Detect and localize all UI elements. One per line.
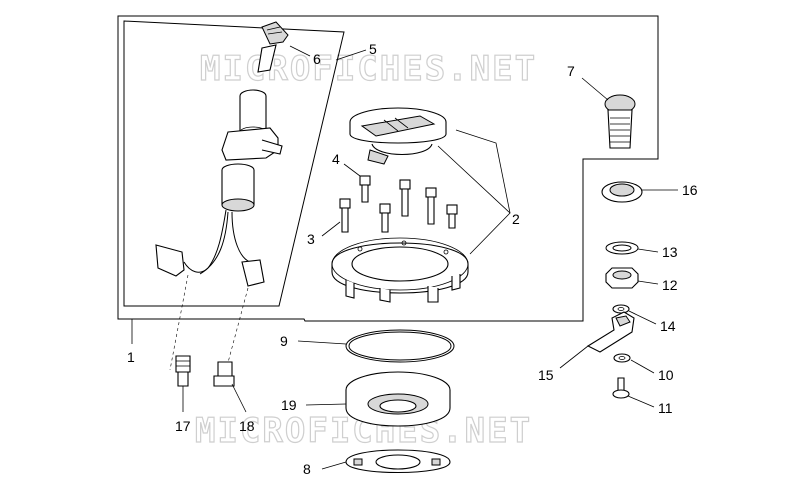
leader-3 bbox=[321, 221, 341, 237]
callout-18: 18 bbox=[239, 418, 255, 434]
gasket-ring bbox=[345, 329, 455, 363]
filler-flange bbox=[331, 237, 469, 303]
leader-11 bbox=[627, 395, 655, 408]
base-plate bbox=[345, 449, 451, 474]
leader-19 bbox=[305, 403, 347, 406]
callout-7: 7 bbox=[567, 63, 575, 79]
leader-6 bbox=[289, 45, 311, 57]
leader-8 bbox=[321, 461, 347, 470]
latch-plate-15 bbox=[586, 311, 635, 353]
leader-12 bbox=[637, 280, 659, 285]
callout-19: 19 bbox=[281, 397, 297, 413]
leader-9 bbox=[297, 340, 347, 345]
callout-4: 4 bbox=[332, 151, 340, 167]
leader-15 bbox=[559, 345, 589, 369]
callout-10: 10 bbox=[658, 367, 674, 383]
lock-washer-13 bbox=[605, 241, 639, 255]
ignition-switch bbox=[155, 89, 283, 371]
callout-14: 14 bbox=[660, 318, 676, 334]
callout-8: 8 bbox=[303, 461, 311, 477]
callout-1: 1 bbox=[127, 349, 135, 365]
leader-4 bbox=[343, 163, 361, 177]
nut-12 bbox=[605, 267, 639, 289]
callout-5: 5 bbox=[369, 41, 377, 57]
bushing-16 bbox=[601, 181, 643, 203]
leader-14 bbox=[628, 310, 657, 325]
leader-2-a bbox=[455, 129, 511, 214]
callout-17: 17 bbox=[175, 418, 191, 434]
callout-16: 16 bbox=[682, 182, 698, 198]
filler-bolts bbox=[339, 175, 458, 233]
leader-7 bbox=[581, 77, 609, 101]
callout-2: 2 bbox=[512, 211, 520, 227]
washer-10 bbox=[613, 353, 631, 363]
leader-18 bbox=[231, 383, 247, 413]
leader-2-b bbox=[437, 145, 511, 255]
callout-15: 15 bbox=[538, 367, 554, 383]
washer-14 bbox=[612, 304, 630, 314]
callout-12: 12 bbox=[662, 277, 678, 293]
screw-11 bbox=[612, 377, 630, 399]
grommet-17 bbox=[175, 355, 191, 387]
mounting-cup bbox=[345, 371, 451, 427]
callout-9: 9 bbox=[280, 333, 288, 349]
watermark-top: MICROFICHES.NET bbox=[200, 49, 537, 89]
assembly-outline bbox=[117, 15, 659, 322]
grommet-18 bbox=[213, 361, 235, 387]
leader-13 bbox=[637, 248, 659, 253]
leader-5 bbox=[335, 49, 367, 61]
callout-13: 13 bbox=[662, 244, 678, 260]
leader-10 bbox=[630, 359, 655, 374]
ignition-key bbox=[257, 21, 289, 73]
lock-bolt-7 bbox=[604, 94, 636, 149]
callout-11: 11 bbox=[658, 400, 673, 416]
callout-3: 3 bbox=[307, 231, 315, 247]
filler-cap bbox=[349, 107, 447, 165]
callout-6: 6 bbox=[313, 51, 321, 67]
